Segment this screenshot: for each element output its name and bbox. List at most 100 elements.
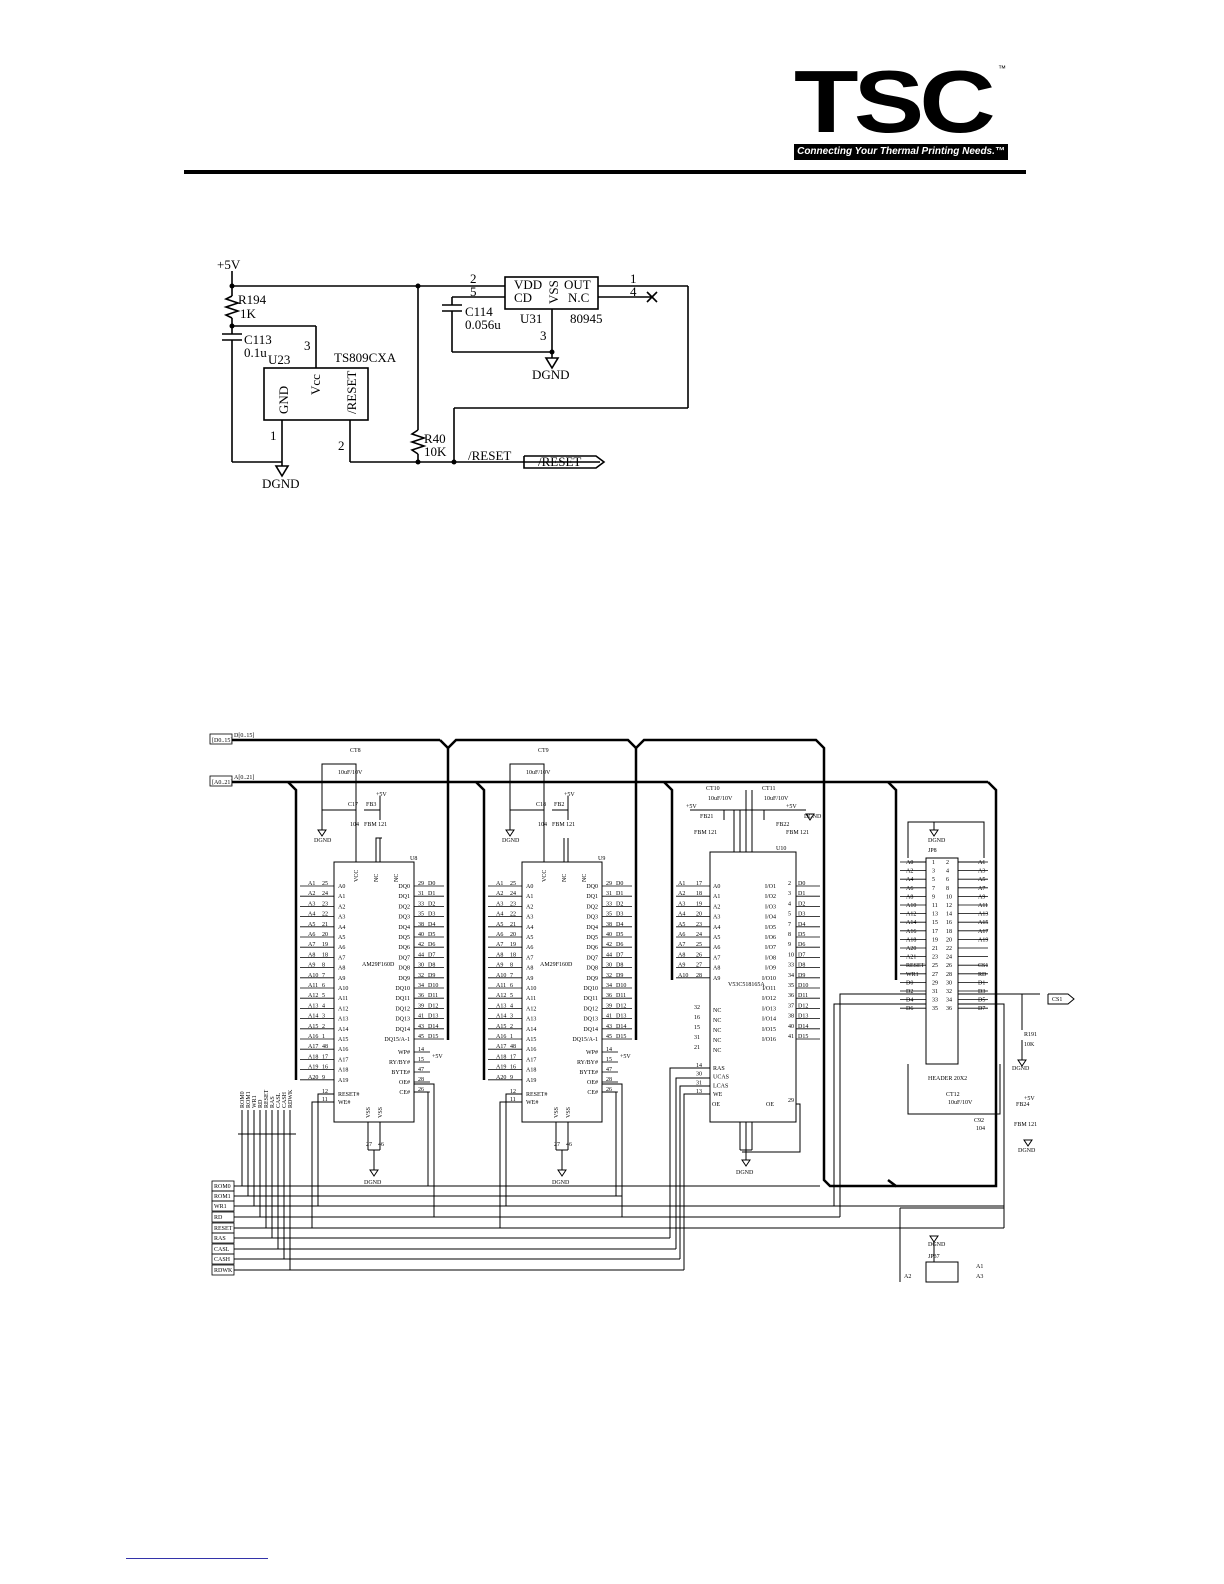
u8-addr-pin-no: 22 (322, 912, 328, 918)
control-port-label: WR1 (214, 1204, 227, 1210)
c114-value: 0.056u (465, 317, 501, 332)
u9-data-pin: DQ2 (586, 904, 598, 910)
c114-ref: C114 (465, 304, 493, 319)
u9-data-pin: DQ5 (586, 935, 598, 941)
u9-data-pin-no: 45 (606, 1034, 612, 1040)
u10-data-pin: I/O2 (765, 894, 776, 900)
u8-addr-net: A14 (308, 1014, 318, 1020)
u10-addr-pin: A4 (713, 925, 720, 931)
control-port-box (211, 1253, 235, 1265)
reset-port-label: /RESET (538, 454, 581, 469)
u10-addr-pin-no: 26 (696, 952, 702, 958)
u10-oe-no: 29 (788, 1098, 794, 1104)
jp8-right-pin-no: 36 (946, 1006, 952, 1012)
u10-addr-net: A10 (678, 973, 688, 979)
u8-data-net: D5 (428, 932, 435, 938)
u10-nc-pin: NC (713, 1038, 721, 1044)
u9-addr-pin-no: 25 (510, 881, 516, 887)
jp8-right-net: A15 (978, 920, 988, 926)
jp8-left-net: D6 (906, 1006, 913, 1012)
u8-addr-net: A11 (308, 983, 318, 989)
u10-oe-inner: OE (766, 1102, 774, 1108)
u9-data-pin-no: 40 (606, 932, 612, 938)
jp8-right-pin-no: 24 (946, 955, 952, 961)
u10-nc-pin-no: 21 (694, 1045, 700, 1051)
u9-ct-val: 10uF/10V (526, 770, 551, 776)
u10-addr-net: A6 (678, 932, 685, 938)
u9-addr-pin-no: 48 (510, 1044, 516, 1050)
jp8-right-pin-no: 18 (946, 929, 952, 935)
u10-data-net: D3 (798, 912, 805, 918)
u10-addr-pin: A2 (713, 904, 720, 910)
jp8-fb-ref: FB24 (1016, 1102, 1029, 1108)
u8-bottom-pin-no: 46 (378, 1142, 384, 1148)
u8-addr-pin: A14 (338, 1027, 348, 1033)
u9-data-net: D8 (616, 963, 623, 969)
logo-trademark: ™ (998, 64, 1006, 73)
u9-addr-net: A5 (496, 922, 503, 928)
jp37-right-label-2: A3 (976, 1274, 983, 1280)
u8-addr-pin: A13 (338, 1017, 348, 1023)
u9-data-pin: DQ0 (586, 884, 598, 890)
jp8-c-ref: C92 (974, 1118, 984, 1124)
jp8-left-net: A18 (906, 937, 916, 943)
u8-data-net: D9 (428, 973, 435, 979)
jp8-left-net: A8 (906, 894, 913, 900)
u8-ct-val: 10uF/10V (338, 770, 363, 776)
control-port-label: ROM0 (214, 1184, 231, 1190)
u10-addr-net: A9 (678, 963, 685, 969)
u8-ctrl-supply: +5V (432, 1054, 443, 1060)
u8-data-pin-no: 30 (418, 963, 424, 969)
u10-data-net: D9 (798, 973, 805, 979)
u8-addr-pin-no: 21 (322, 922, 328, 928)
u10-addr-pin-no: 17 (696, 881, 702, 887)
u10-nc-pin-no: 32 (694, 1005, 700, 1011)
u10-ctrl-pin: WE (713, 1092, 723, 1098)
u8-addr-net: A10 (308, 973, 318, 979)
u10-addr-net: A7 (678, 942, 685, 948)
jp8-left-pin-no: 19 (932, 937, 938, 943)
jp8-right-net: A5 (978, 877, 985, 883)
u10-fb-val: FBM 121 (694, 830, 717, 836)
jp8-left-net: A0 (906, 860, 913, 866)
jp8-res-ref: R191 (1024, 1032, 1037, 1038)
u9-addr-net: A16 (496, 1034, 506, 1040)
u9-addr-pin-no: 21 (510, 922, 516, 928)
u8-addr-net: A1 (308, 881, 315, 887)
u8-addr-pin-no: 1 (322, 1034, 325, 1040)
u9-addr-pin: A12 (526, 1006, 536, 1012)
u8-addr-pin-no: 18 (322, 952, 328, 958)
u9-addr-pin: A9 (526, 976, 533, 982)
u9-addr-pin-no: 6 (510, 983, 513, 989)
u8-data-pin-no: 29 (418, 881, 424, 887)
u8-addr-pin: A19 (338, 1078, 348, 1084)
u9-data-pin: DQ6 (586, 945, 598, 951)
u31-pin4: 4 (630, 284, 637, 299)
u8-addr-pin: A10 (338, 986, 348, 992)
u10-data-pin-no: 37 (788, 1003, 794, 1009)
jp8-left-pin-no: 27 (932, 972, 938, 978)
pullup-label: RAS (270, 1096, 276, 1108)
jp8-left-pin-no: 29 (932, 980, 938, 986)
u8-addr-pin: A8 (338, 966, 345, 972)
u9-left-ctrl-pin: RESET# (526, 1092, 547, 1098)
u10-ct2-ref: CT11 (762, 786, 775, 792)
jp8-part: HEADER 20X2 (928, 1076, 967, 1082)
u8-bottom-pin: VSS (366, 1107, 372, 1118)
u8-addr-net: A7 (308, 942, 315, 948)
u9-ctrl-pin: CE# (587, 1090, 598, 1096)
jp8-right-net: D3 (978, 989, 985, 995)
u8-addr-net: A9 (308, 963, 315, 969)
u9-data-net: D13 (616, 1014, 626, 1020)
jp8-right-pin-no: 26 (946, 963, 952, 969)
jp8-right-pin-no: 10 (946, 894, 952, 900)
u23-part: TS809CXA (334, 350, 397, 365)
u9-data-pin: DQ14 (583, 1027, 598, 1033)
control-port-box (211, 1200, 235, 1212)
pullup-label: RDWK (288, 1089, 294, 1108)
control-port-label: RDWK (214, 1268, 233, 1274)
u9-data-net: D14 (616, 1024, 626, 1030)
bus-d-port: [D0..15] (212, 738, 232, 744)
